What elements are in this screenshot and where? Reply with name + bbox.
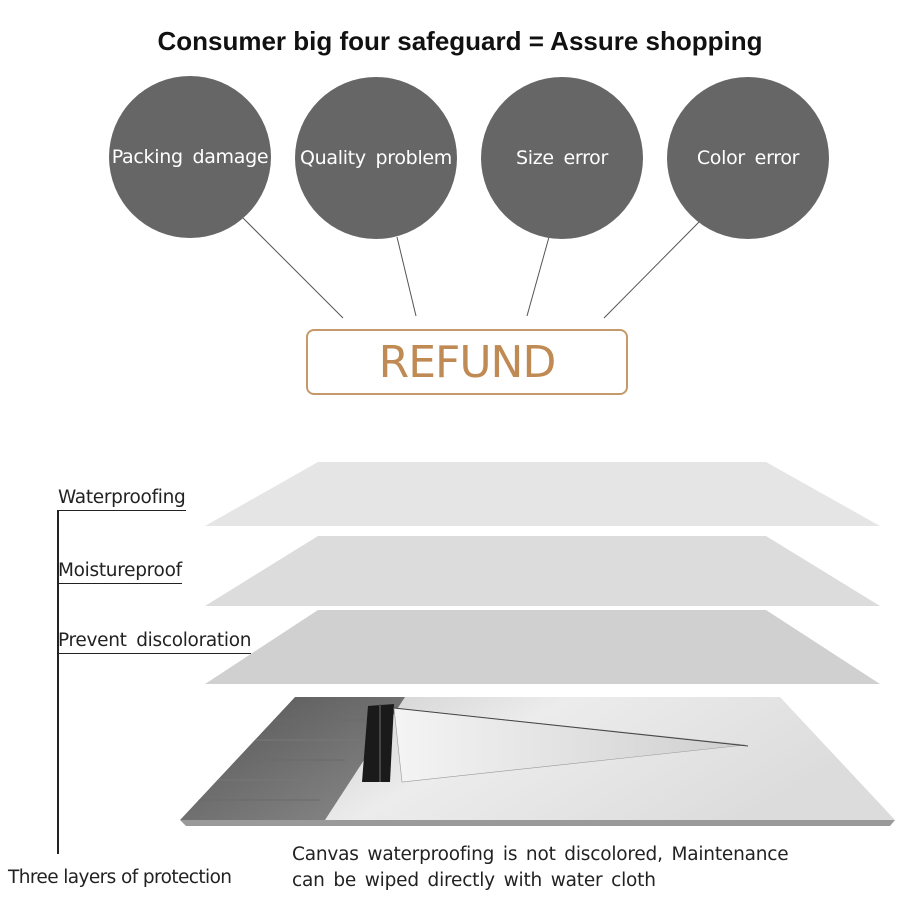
layer-waterproofing xyxy=(205,462,880,526)
description-line-1: Canvas waterproofing is not discolored, … xyxy=(292,844,789,865)
bracket-line xyxy=(57,510,59,854)
layer-prevent-discoloration xyxy=(205,610,880,684)
layer-label-prevent-discoloration: Prevent discoloration xyxy=(58,630,251,654)
safeguard-label: Packing damage xyxy=(111,146,269,168)
layer-label-moistureproof: Moistureproof xyxy=(58,560,182,584)
safeguard-quality-problem: Quality problem xyxy=(295,77,457,239)
refund-label: REFUND xyxy=(378,336,557,388)
layer-label-waterproofing: Waterproofing xyxy=(58,487,186,511)
safeguard-label: Quality problem xyxy=(299,147,453,169)
page-title: Consumer big four safeguard = Assure sho… xyxy=(157,26,763,56)
layers-summary: Three layers of protection xyxy=(8,867,232,888)
description-line-2: can be wiped directly with water cloth xyxy=(292,870,656,891)
safeguard-label: Color error xyxy=(696,147,800,169)
layer-moistureproof xyxy=(205,536,880,606)
safeguard-packing-damage: Packing damage xyxy=(109,76,271,238)
safeguard-color-error: Color error xyxy=(667,77,829,239)
canvas-description: Canvas waterproofing is not discolored, … xyxy=(292,842,789,894)
safeguard-size-error: Size error xyxy=(481,77,643,239)
refund-box: REFUND xyxy=(306,329,628,395)
canvas-print-image xyxy=(180,697,895,826)
safeguard-label: Size error xyxy=(515,147,609,169)
